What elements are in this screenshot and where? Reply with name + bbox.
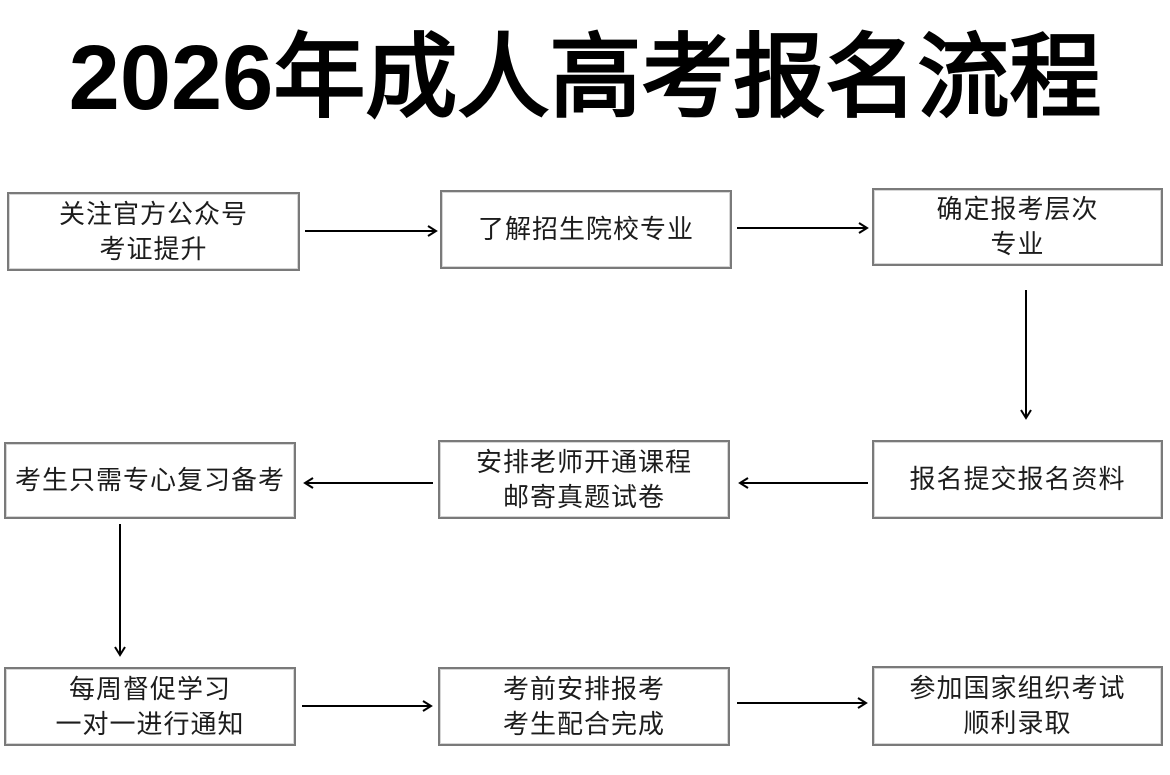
step-text: 考生配合完成: [502, 708, 665, 739]
step-text: 每周督促学习: [68, 673, 231, 704]
step-text: 安排老师开通课程: [475, 446, 692, 477]
flow-step-follow-official-account: 关注官方公众号 考证提升: [7, 192, 300, 271]
step-text: 专业: [990, 229, 1045, 259]
step-text: 了解招生院校专业: [477, 214, 694, 244]
step-text: 考证提升: [99, 233, 208, 264]
step-text: 邮寄真题试卷: [502, 481, 665, 512]
flow-step-submit-registration: 报名提交报名资料: [872, 440, 1163, 519]
step-text: 考生只需专心复习备考: [14, 465, 285, 495]
step-text: 关注官方公众号: [58, 198, 248, 229]
flow-step-teacher-opens-course: 安排老师开通课程 邮寄真题试卷: [438, 440, 730, 519]
step-text: 一对一进行通知: [55, 708, 245, 739]
page-title: 2026年成人高考报名流程: [68, 27, 1102, 129]
flow-step-confirm-level-major: 确定报考层次 专业: [872, 188, 1163, 266]
step-text: 参加国家组织考试: [909, 673, 1126, 703]
step-text: 报名提交报名资料: [909, 464, 1126, 494]
step-text: 顺利录取: [963, 708, 1072, 738]
flow-step-learn-schools-majors: 了解招生院校专业: [440, 190, 732, 269]
flow-step-pre-exam-arrangement: 考前安排报考 考生配合完成: [438, 667, 730, 746]
step-text: 确定报考层次: [936, 194, 1099, 224]
flow-step-take-national-exam: 参加国家组织考试 顺利录取: [872, 666, 1163, 746]
step-text: 考前安排报考: [502, 673, 665, 704]
flow-step-weekly-supervision: 每周督促学习 一对一进行通知: [4, 667, 296, 746]
flow-step-focus-on-review: 考生只需专心复习备考: [4, 442, 296, 519]
